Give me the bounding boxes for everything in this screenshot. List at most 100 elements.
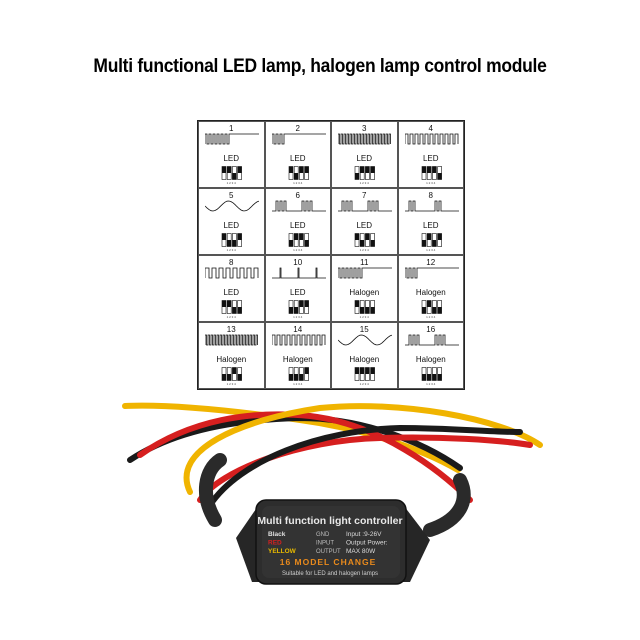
dip-switch-icon xyxy=(354,233,375,247)
dip-switch-icon xyxy=(421,166,442,180)
dip-numbers: 1 2 3 4 xyxy=(226,382,236,386)
mode-number: 4 xyxy=(428,124,433,133)
dip-numbers: 1 2 3 4 xyxy=(293,382,303,386)
spec-text: MAX 80W xyxy=(346,548,376,555)
dip-numbers: 1 2 3 4 xyxy=(426,248,436,252)
dip-numbers: 1 2 3 4 xyxy=(293,315,303,319)
lamp-type-label: LED xyxy=(356,221,373,230)
dip-numbers: 1 2 3 4 xyxy=(426,315,436,319)
mode-number: 8 xyxy=(229,258,234,267)
waveform-graphic xyxy=(205,133,259,145)
dip-numbers: 1 2 3 4 xyxy=(359,315,369,319)
left-cable-sleeve xyxy=(198,453,227,527)
dip-numbers: 1 2 3 4 xyxy=(359,181,369,185)
waveform-graphic xyxy=(404,267,459,279)
waveform-graphic xyxy=(404,133,458,145)
dip-numbers: 1 2 3 4 xyxy=(359,248,369,252)
mode-number: 10 xyxy=(293,258,303,267)
suitable-label: Suitable for LED and halogen lamps xyxy=(282,571,378,577)
lamp-type-label: LED xyxy=(422,154,439,163)
lamp-type-label: LED xyxy=(422,221,439,230)
dip-switch-icon xyxy=(221,367,242,381)
dip-switch-icon xyxy=(421,367,442,381)
mode-number: 14 xyxy=(293,325,303,334)
lamp-type-label: Halogen xyxy=(415,288,446,297)
waveform-graphic xyxy=(271,267,326,279)
wire-name: YELLOW xyxy=(268,548,297,555)
red-wire-left xyxy=(137,411,473,503)
wire-function: INPUT xyxy=(316,541,334,547)
spec-text: Input :9-26V xyxy=(346,531,382,538)
controller-title: Multi function light controller xyxy=(257,515,402,527)
wire-function: GND xyxy=(316,532,330,538)
wire-name: Black xyxy=(268,531,286,538)
mode-number: 13 xyxy=(226,325,236,334)
lamp-type-label: Halogen xyxy=(282,355,313,364)
dip-switch-icon xyxy=(288,367,309,381)
lamp-type-label: LED xyxy=(289,288,306,297)
dip-switch-icon xyxy=(288,166,309,180)
mode-number: 15 xyxy=(359,325,369,334)
lamp-type-label: LED xyxy=(356,154,373,163)
mode-number: 5 xyxy=(229,191,234,200)
lamp-type-label: LED xyxy=(289,221,306,230)
waveform-graphic xyxy=(404,200,459,212)
mode-number: 7 xyxy=(362,191,367,200)
dip-numbers: 1 2 3 4 xyxy=(359,382,369,386)
lamp-type-label: Halogen xyxy=(349,355,380,364)
dip-switch-icon xyxy=(354,367,375,381)
dip-numbers: 1 2 3 4 xyxy=(226,248,236,252)
mode-number: 11 xyxy=(360,258,369,267)
dip-switch-icon xyxy=(221,233,242,247)
waveform-graphic xyxy=(338,267,392,279)
mode-number: 8 xyxy=(428,191,433,200)
waveform-graphic xyxy=(338,334,392,346)
model-change-label: 16 MODEL CHANGE xyxy=(280,557,377,567)
dip-numbers: 1 2 3 4 xyxy=(226,181,236,185)
product-title: Multi functional LED lamp, halogen lamp … xyxy=(93,56,547,77)
waveform-graphic xyxy=(271,334,325,346)
spec-text: Output Power: xyxy=(346,540,388,547)
dip-switch-icon xyxy=(221,166,242,180)
mode-number: 16 xyxy=(426,325,436,334)
waveform-graphic xyxy=(338,200,392,212)
mode-number: 12 xyxy=(426,258,436,267)
mode-number: 3 xyxy=(362,124,367,133)
controller-housing xyxy=(236,499,430,585)
lamp-type-label: LED xyxy=(223,288,240,297)
dip-switch-icon xyxy=(221,300,242,314)
waveform-graphic xyxy=(338,133,391,145)
lamp-type-label: Halogen xyxy=(349,288,380,297)
right-cable-sleeve xyxy=(423,473,471,537)
yellow-wire-loop xyxy=(183,403,543,495)
lamp-type-label: Halogen xyxy=(415,355,446,364)
mode-number: 1 xyxy=(229,124,234,133)
waveform-graphic xyxy=(205,334,258,346)
waveform-graphic xyxy=(205,267,259,279)
waveform-graphic xyxy=(404,334,459,346)
waveform-graphic xyxy=(271,133,326,145)
dip-numbers: 1 2 3 4 xyxy=(426,382,436,386)
dip-switch-icon xyxy=(288,300,309,314)
dip-numbers: 1 2 3 4 xyxy=(293,248,303,252)
wire-function: OUTPUT xyxy=(316,549,341,555)
dip-numbers: 1 2 3 4 xyxy=(293,181,303,185)
dip-switch-icon xyxy=(354,166,375,180)
